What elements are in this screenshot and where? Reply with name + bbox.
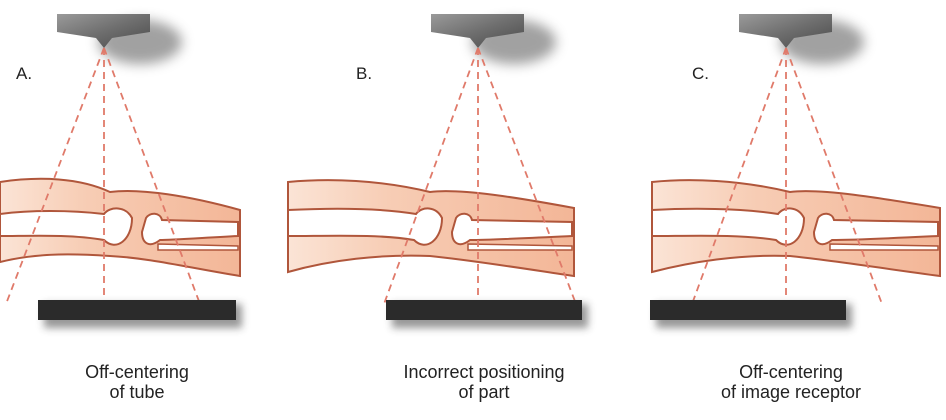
x-ray-beam <box>383 47 577 305</box>
x-ray-tube <box>57 14 182 64</box>
panel-c-caption-line2: of image receptor <box>720 382 862 402</box>
panel-c-letter: C. <box>692 64 709 83</box>
panel-a-caption-line2: of tube <box>109 382 165 402</box>
panel-a-caption: Off-centering of tube <box>17 362 257 402</box>
image-receptor <box>386 300 588 328</box>
panel-c <box>650 14 941 328</box>
panel-b-caption-line2: of part <box>458 382 510 402</box>
finger-bones <box>0 177 241 278</box>
x-ray-tube <box>431 14 556 64</box>
panel-b-letter: B. <box>356 64 373 83</box>
panel-b-caption-line1: Incorrect positioning <box>403 362 565 382</box>
panel-a <box>0 14 242 328</box>
x-ray-beam <box>5 47 201 305</box>
panel-a-letter: A. <box>16 64 33 83</box>
finger-bones <box>287 179 575 278</box>
panel-b <box>287 14 588 328</box>
panel-a-caption-line1: Off-centering <box>85 362 189 382</box>
image-receptor <box>650 300 852 328</box>
x-ray-tube <box>739 14 864 64</box>
image-receptor <box>38 300 242 328</box>
x-ray-beam <box>691 47 883 305</box>
panel-b-caption: Incorrect positioning of part <box>364 362 604 402</box>
panel-c-caption: Off-centering of image receptor <box>671 362 911 402</box>
finger-bones <box>651 179 941 278</box>
panel-c-caption-line1: Off-centering <box>739 362 843 382</box>
